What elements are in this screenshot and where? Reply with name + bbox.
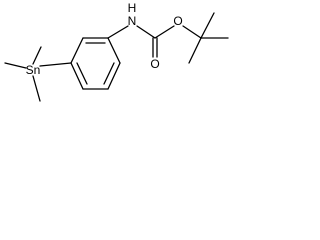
tbu-methyl-bottom-bond: [188, 37, 202, 64]
nitrogen-atom-label: N: [128, 14, 137, 28]
ring-inner-double-right: [103, 62, 115, 85]
tbu-methyl-top-bond: [200, 12, 215, 39]
ring-bond-6: [70, 62, 84, 90]
sn-methyl-down-bond: [32, 75, 41, 102]
hydrogen-atom-label: H: [128, 1, 137, 15]
structure-diagram: Sn N H O O: [4, 1, 229, 102]
carbonyl-oxygen-atom-label: O: [150, 57, 159, 71]
nh-carbonyl-bond: [136, 25, 156, 39]
sn-methyl-up-bond: [32, 46, 42, 65]
tin-atom-label: Sn: [26, 63, 41, 77]
ring-bond-3: [107, 37, 121, 64]
bond-layer: [4, 12, 229, 102]
carbonyl-ester-o-bond: [154, 25, 175, 39]
atom-label-layer: Sn N H O O: [26, 1, 183, 77]
ring-inner-double-left: [76, 62, 88, 85]
ring-nh-bond: [107, 25, 129, 39]
ring-bond-4: [107, 62, 121, 90]
ring-bond-1: [70, 37, 84, 64]
ester-o-tbu-bond: [182, 25, 202, 39]
sn-ring-bond: [39, 62, 72, 67]
sn-methyl-left-bond: [4, 62, 27, 69]
ester-oxygen-atom-label: O: [173, 14, 182, 28]
